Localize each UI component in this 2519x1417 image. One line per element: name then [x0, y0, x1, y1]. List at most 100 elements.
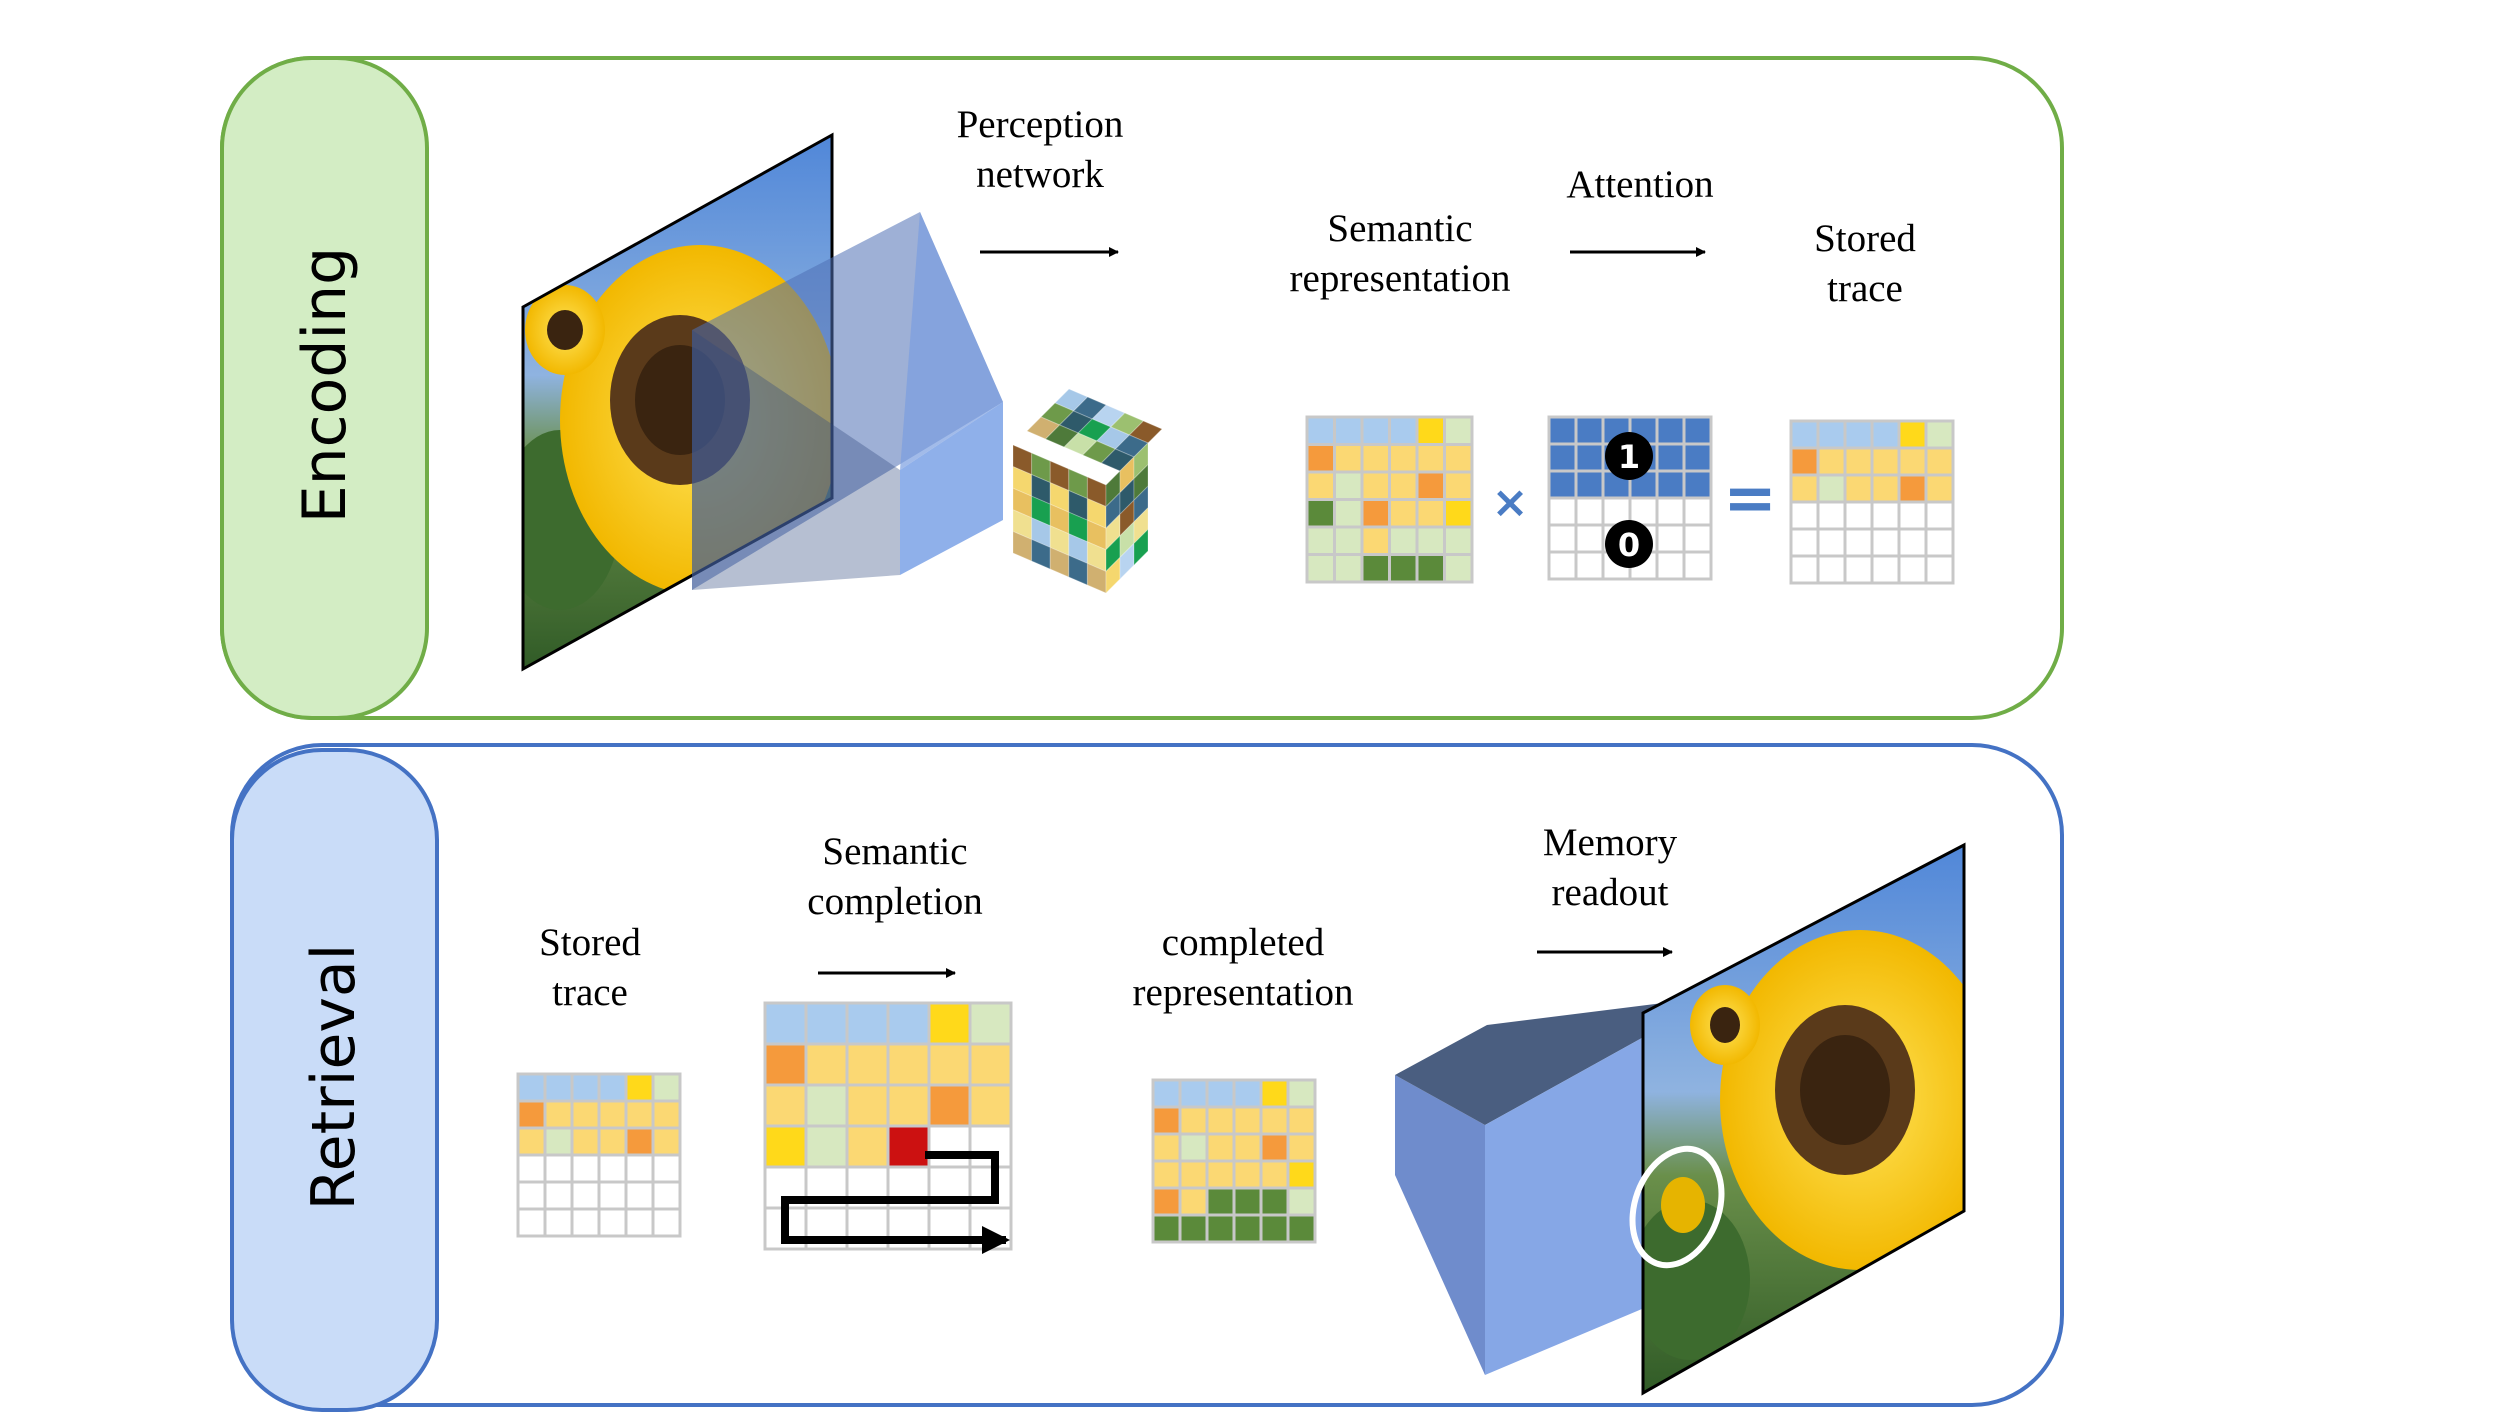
semantic-completion-label: Semantic completion	[807, 830, 983, 923]
grid-cell	[927, 1001, 972, 1046]
grid-cell	[624, 1153, 655, 1184]
grid-cell	[1286, 1159, 1317, 1190]
cube-top-cell	[1128, 420, 1163, 444]
grid-cell	[1388, 498, 1419, 529]
grid-cell	[804, 1124, 849, 1169]
grid-cell	[1843, 527, 1874, 558]
grid-cell	[1205, 1159, 1236, 1190]
grid-cell	[1682, 550, 1713, 581]
grid-cell	[1547, 469, 1578, 500]
grid-cell	[1655, 442, 1686, 473]
grid-cell	[1870, 473, 1901, 504]
grid-cell	[597, 1126, 628, 1157]
grid-cell	[804, 1001, 849, 1046]
encoding-tab-label: Encoding	[290, 246, 360, 524]
grid-cell	[651, 1072, 682, 1103]
grid-cell	[1205, 1213, 1236, 1244]
grid-cell	[543, 1099, 574, 1130]
grid-cell	[1682, 496, 1713, 527]
grid-cell	[516, 1072, 547, 1103]
grid-cell	[1547, 496, 1578, 527]
grid-cell	[1178, 1078, 1209, 1109]
grid-cell	[1574, 496, 1605, 527]
grid-cell	[1789, 527, 1820, 558]
grid-cell	[1415, 415, 1446, 446]
grid-cell	[1897, 500, 1928, 531]
grid-cell	[1655, 523, 1686, 554]
grid-cell	[1232, 1078, 1263, 1109]
retrieval-tab	[230, 748, 439, 1412]
grid-cell	[543, 1180, 574, 1211]
grid-cell	[1388, 470, 1419, 501]
grid-cell	[1789, 554, 1820, 585]
grid-cell	[1574, 550, 1605, 581]
grid-cell	[1816, 419, 1847, 450]
grid-cell	[1897, 446, 1928, 477]
grid-cell	[1415, 443, 1446, 474]
grid-cell	[516, 1153, 547, 1184]
grid-cell	[1333, 498, 1364, 529]
grid-cell	[1388, 415, 1419, 446]
grid-cell	[1816, 446, 1847, 477]
grid-cell	[845, 1083, 890, 1128]
grid-cell	[1789, 446, 1820, 477]
grid-cell	[1870, 500, 1901, 531]
attention-label: Attention	[1566, 163, 1714, 206]
grid-cell	[1843, 419, 1874, 450]
mask-badge-off: 0	[1605, 520, 1653, 568]
grid-cell	[597, 1072, 628, 1103]
grid-cell	[624, 1099, 655, 1130]
grid-cell	[1333, 470, 1364, 501]
grid-cell	[1789, 473, 1820, 504]
grid-cell	[1443, 498, 1474, 529]
grid-cell	[804, 1042, 849, 1087]
grid-cell	[624, 1207, 655, 1238]
grid-cell	[1305, 470, 1336, 501]
completion-path-arrow	[781, 1151, 1010, 1254]
grid-cell	[570, 1126, 601, 1157]
grid-cell	[1574, 415, 1605, 446]
grid-cell	[1259, 1078, 1290, 1109]
cube-side-cell	[1133, 528, 1149, 567]
grid-cell	[1816, 500, 1847, 531]
grid-cell	[1924, 527, 1955, 558]
grid-cell	[927, 1124, 972, 1169]
grid-cell	[1655, 550, 1686, 581]
mask-value-1: 1	[1618, 438, 1640, 476]
grid-cell	[1151, 1213, 1182, 1244]
grid-cell	[1360, 470, 1391, 501]
completed-representation-label: completed representation	[1132, 921, 1354, 1014]
grid-cell	[624, 1180, 655, 1211]
grid-cell	[543, 1153, 574, 1184]
grid-cell	[1151, 1159, 1182, 1190]
grid-cell	[1816, 473, 1847, 504]
grid-cell	[1682, 469, 1713, 500]
grid-cell	[1333, 443, 1364, 474]
grid-cell	[1232, 1132, 1263, 1163]
grid-cell	[1259, 1105, 1290, 1136]
readout-projection	[1395, 1000, 1687, 1375]
grid-cell	[1286, 1213, 1317, 1244]
grid-cell	[1843, 554, 1874, 585]
grid-cell	[1843, 473, 1874, 504]
grid-cell	[651, 1099, 682, 1130]
grid-cell	[763, 1124, 808, 1169]
grid-cell	[1205, 1105, 1236, 1136]
grid-cell	[516, 1126, 547, 1157]
grid-cell	[1574, 523, 1605, 554]
grid-cell	[1547, 415, 1578, 446]
grid-cell	[1547, 523, 1578, 554]
grid-cell	[1789, 500, 1820, 531]
grid-cell	[1205, 1132, 1236, 1163]
grid-cell	[1232, 1105, 1263, 1136]
grid-cell	[1897, 419, 1928, 450]
grid-cell	[1415, 553, 1446, 584]
grid-cell	[1443, 525, 1474, 556]
grid-cell	[543, 1126, 574, 1157]
grid-cell	[1305, 415, 1336, 446]
grid-cell	[1388, 525, 1419, 556]
grid-cell	[1388, 553, 1419, 584]
stored-trace-grid	[1789, 419, 1955, 585]
grid-cell	[927, 1083, 972, 1128]
grid-cell	[651, 1153, 682, 1184]
